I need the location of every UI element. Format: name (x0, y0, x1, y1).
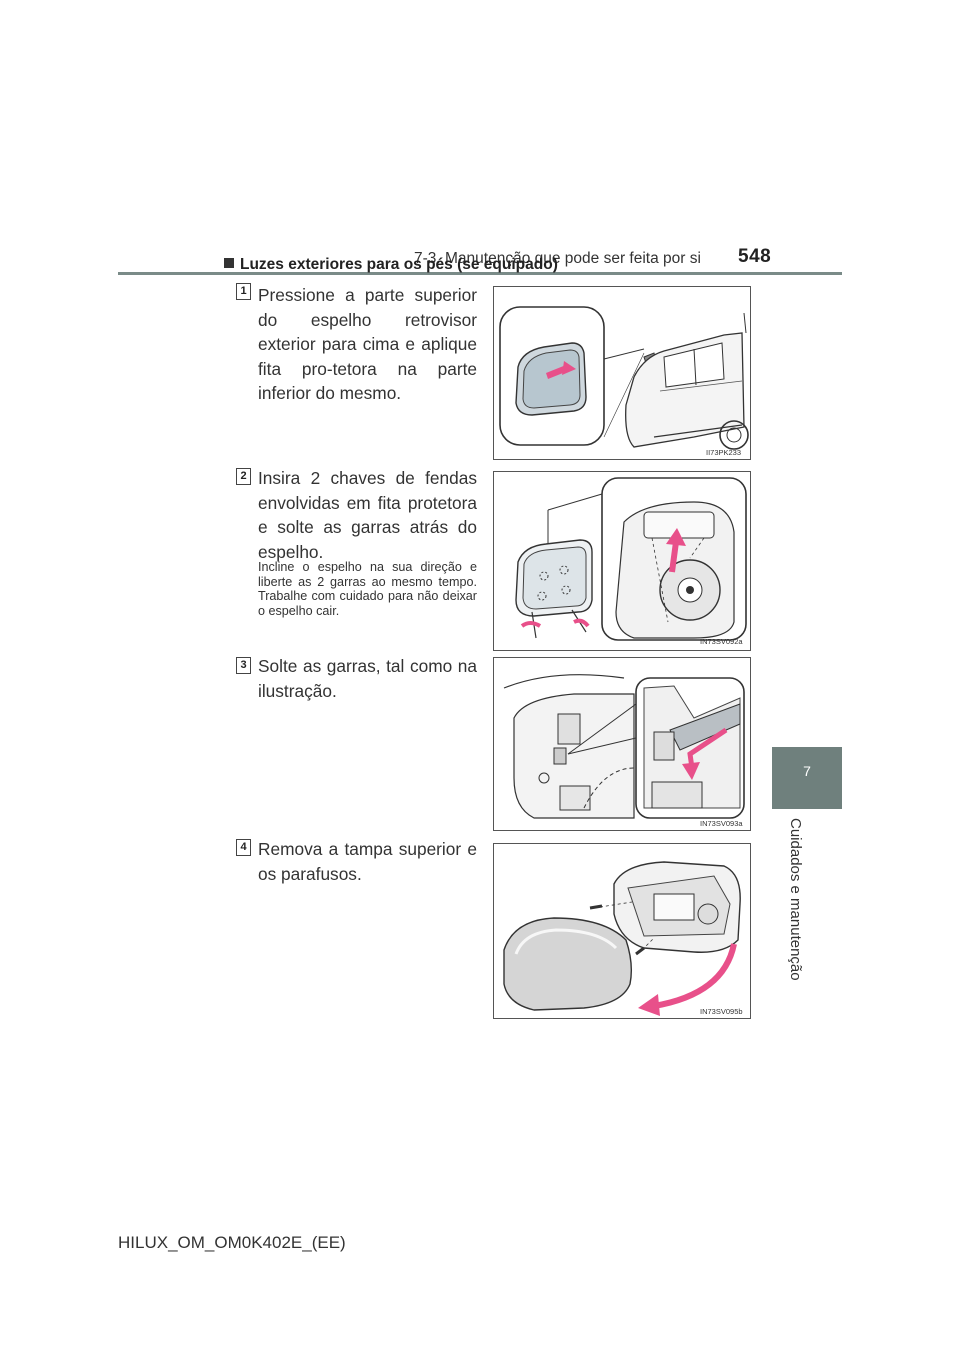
document-footer: HILUX_OM_OM0K402E_(EE) (118, 1233, 346, 1252)
square-bullet-icon (224, 258, 234, 268)
figure-code-3: IN73SV093a (700, 819, 743, 828)
step-number-1: 1 (236, 283, 251, 300)
figure-step-1: II73PK233 (493, 286, 751, 460)
mirror-and-truck-illustration: II73PK233 (499, 306, 749, 457)
figure-code-4: IN73SV095b (700, 1007, 743, 1016)
step-text-1: Pressione a parte superior do espelho re… (258, 285, 477, 403)
figure-code-1: II73PK233 (706, 448, 741, 457)
figure-step-4: IN73SV095b (493, 843, 751, 1019)
running-header: 7-3. Manutenção que pode ser feita por s… (414, 250, 701, 267)
mirror-claws-illustration: IN73SV092a (515, 477, 747, 646)
figure-code-2: IN73SV092a (700, 637, 743, 646)
page-number: 548 (738, 246, 772, 267)
release-claws-illustration: IN73SV093a (503, 674, 745, 828)
figure-step-3: IN73SV093a (493, 657, 751, 831)
remove-cover-illustration: IN73SV095b (503, 861, 743, 1016)
step-note-2: Incline o espelho na sua direção e liber… (258, 560, 477, 618)
step-number-2: 2 (236, 468, 251, 485)
step-text-3: Solte as garras, tal como na ilustração. (258, 656, 477, 701)
step-text-4: Remova a tampa superior e os parafusos. (258, 839, 477, 884)
chapter-title: Cuidados e manutenção (787, 818, 804, 981)
section-title-text: Luzes exteriores para os pés (se equipad… (240, 256, 558, 273)
step-text-2: Insira 2 chaves de fendas envolvidas em … (258, 468, 477, 562)
chapter-number: 7 (803, 763, 811, 779)
chapter-tab: 7 (772, 747, 842, 809)
step-number-4: 4 (236, 839, 251, 856)
section-title: Luzes exteriores para os pés (se equipad… (224, 256, 558, 274)
step-number-3: 3 (236, 657, 251, 674)
header-rule (118, 272, 842, 275)
figure-step-2: IN73SV092a (493, 471, 751, 651)
